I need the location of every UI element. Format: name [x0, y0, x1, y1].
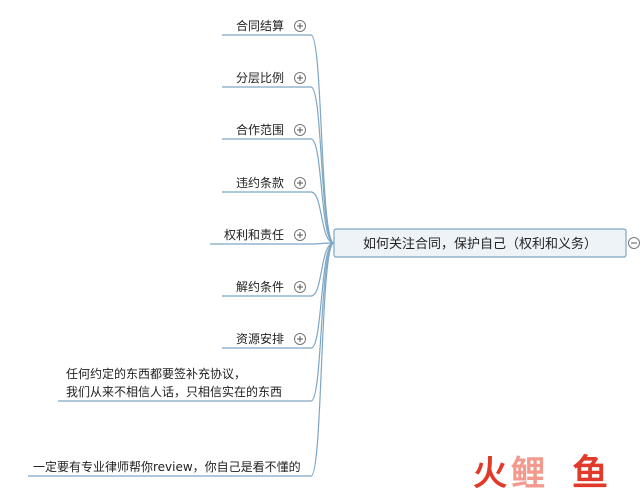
branch-node[interactable]: 解约条件: [222, 279, 311, 297]
watermark-char-1: 火: [473, 454, 507, 491]
branch-node[interactable]: 违约条款: [222, 175, 311, 193]
expand-icon[interactable]: [294, 177, 306, 189]
branch-node[interactable]: 分层比例: [222, 71, 311, 88]
branch-connector: [310, 242, 335, 477]
branch-node[interactable]: 合作范围: [222, 122, 311, 140]
watermark-char-3: 鱼: [572, 453, 608, 491]
expand-icon[interactable]: [294, 333, 306, 345]
root-node-box[interactable]: [333, 228, 627, 258]
branch-connector: [310, 242, 335, 245]
expand-icon[interactable]: [294, 229, 306, 241]
branch-label: 一定要有专业律师帮你review，你自己是看不懂的: [33, 459, 301, 474]
expand-icon[interactable]: [294, 281, 306, 293]
expand-icon[interactable]: [294, 72, 306, 84]
root-node[interactable]: 如何关注合同，保护自己（权利和义务）: [333, 228, 640, 258]
branch-label: 分层比例: [236, 71, 284, 85]
branch-label: 违约条款: [236, 175, 284, 190]
branch-label: 资源安排: [236, 331, 284, 346]
branch-node[interactable]: 任何约定的东西都要签补充协议， 我们从来不相信人话，只相信实在的东西: [58, 366, 311, 402]
branch-node[interactable]: 一定要有专业律师帮你review，你自己是看不懂的: [28, 459, 311, 477]
expand-icon[interactable]: [294, 124, 306, 136]
branch-connector: [310, 86, 335, 244]
branch-connector: [310, 138, 335, 244]
branch-connector: [310, 191, 335, 244]
branch-label: 我们从来不相信人话，只相信实在的东西: [66, 384, 282, 399]
root-node-label: 如何关注合同，保护自己（权利和义务）: [363, 236, 597, 252]
branch-label: 合同结算: [236, 18, 284, 33]
branch-label: 权利和责任: [224, 228, 284, 242]
branch-label: 任何约定的东西都要签补充协议，: [66, 366, 246, 381]
branch-label: 解约条件: [236, 279, 284, 294]
branch-connector: [310, 242, 335, 402]
expand-icon[interactable]: [294, 20, 306, 32]
branch-label: 合作范围: [236, 122, 284, 137]
mindmap-connectors: [310, 34, 335, 477]
watermark-char-2: 鲤: [511, 454, 545, 491]
branch-node[interactable]: 合同结算: [222, 18, 311, 36]
watermark-logo: 火 鲤 鱼: [473, 453, 608, 491]
branch-node[interactable]: 权利和责任: [210, 228, 311, 245]
mindmap-branches: 合同结算分层比例合作范围违约条款权利和责任解约条件资源安排任何约定的东西都要签补…: [28, 18, 311, 477]
collapse-icon[interactable]: [628, 237, 640, 249]
branch-node[interactable]: 资源安排: [222, 331, 311, 349]
branch-connector: [310, 34, 335, 244]
